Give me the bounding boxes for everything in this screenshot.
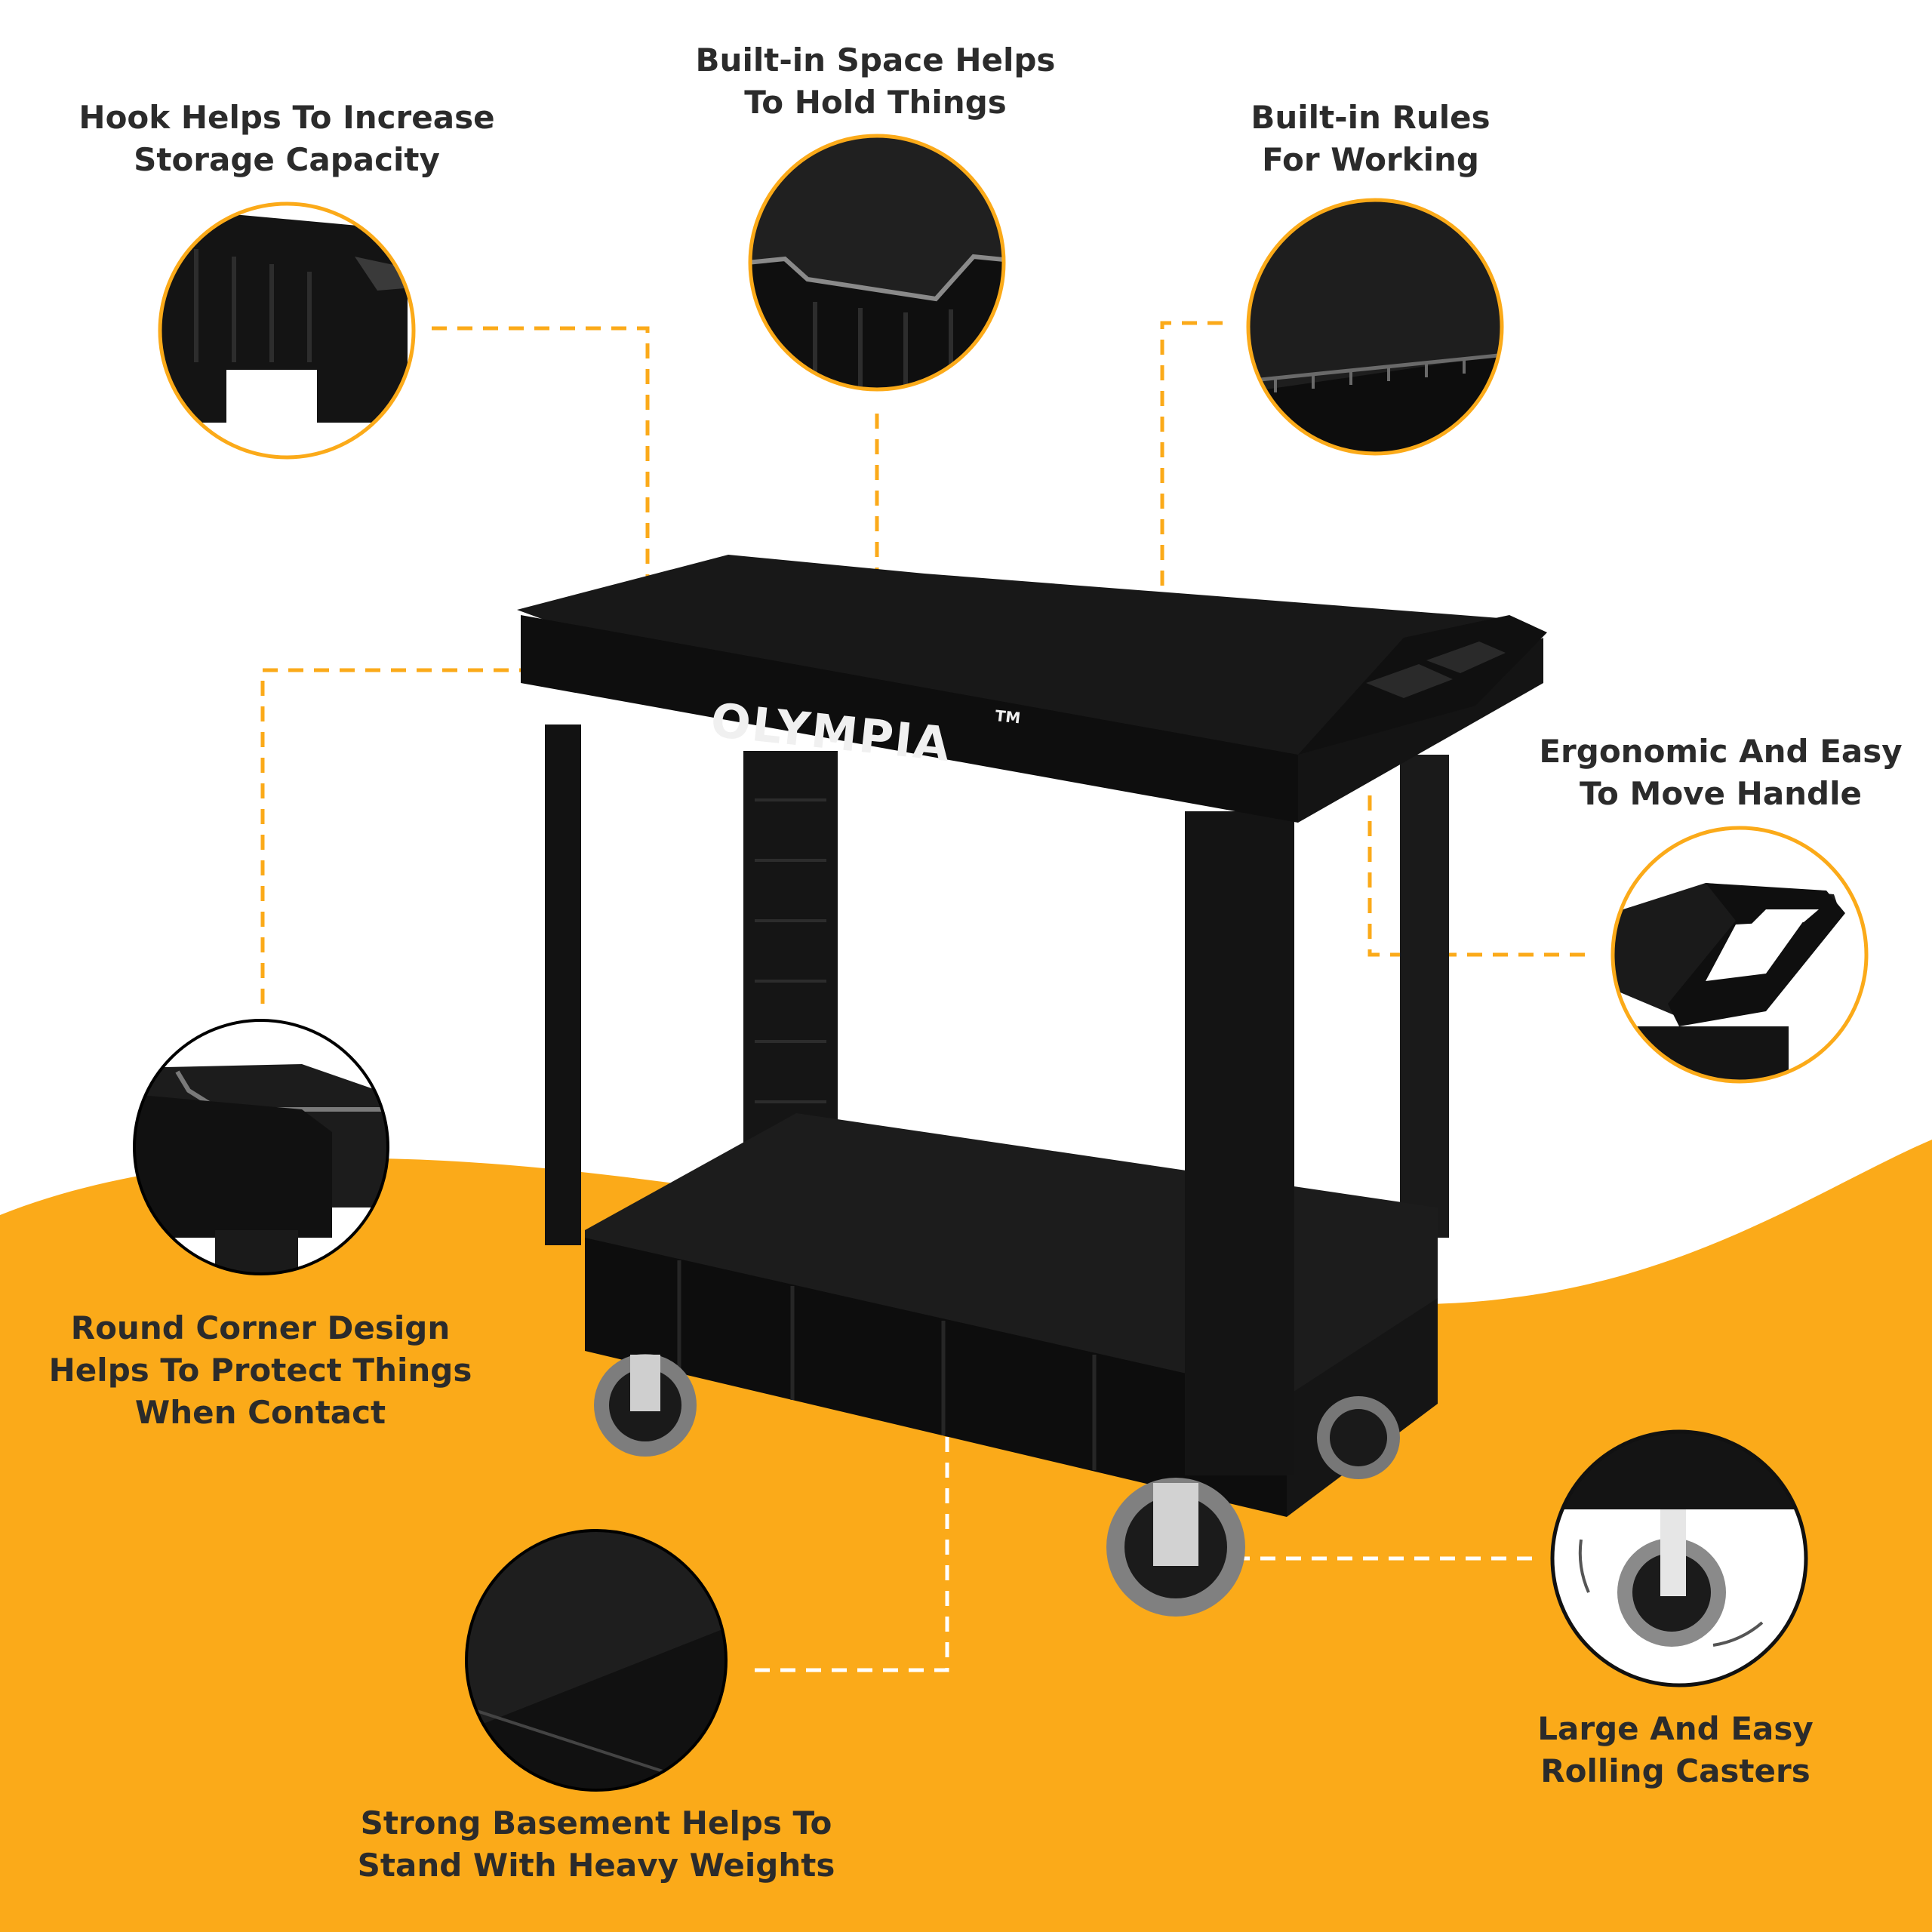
corner-leader-line bbox=[260, 668, 549, 1004]
orange-wave-background bbox=[0, 1140, 1932, 1932]
handle-leader-line bbox=[1367, 785, 1585, 957]
hook-detail-image bbox=[158, 202, 416, 460]
basement-leader-line bbox=[755, 1268, 949, 1672]
cart-top-shelf-top bbox=[517, 555, 1543, 785]
leader-lines bbox=[260, 321, 1585, 1672]
cart-caster-front-left bbox=[594, 1354, 697, 1457]
cart-caster-front-right bbox=[1106, 1478, 1245, 1617]
cart-back-right-post bbox=[1400, 755, 1449, 1238]
cart-caster-back-right bbox=[1317, 1396, 1400, 1479]
space-detail-image bbox=[748, 134, 1006, 392]
hook-leader-line bbox=[432, 326, 650, 596]
cart-lower-shelf-front bbox=[585, 1238, 1287, 1517]
cart-front-left-post bbox=[545, 724, 581, 1245]
rules-leader-line bbox=[1160, 321, 1223, 592]
utility-cart-image: OLYMPIA TM bbox=[517, 555, 1547, 1617]
brand-trademark: TM bbox=[994, 706, 1021, 727]
rules-detail-image bbox=[1246, 198, 1504, 456]
basement-detail-image bbox=[465, 1529, 728, 1792]
cart-top-shelf-front bbox=[521, 615, 1298, 823]
cart-front-right-post bbox=[1185, 811, 1294, 1475]
corner-detail-image bbox=[133, 1019, 389, 1275]
handle-detail-image bbox=[1611, 826, 1869, 1084]
cart-back-left-post bbox=[743, 751, 838, 1174]
